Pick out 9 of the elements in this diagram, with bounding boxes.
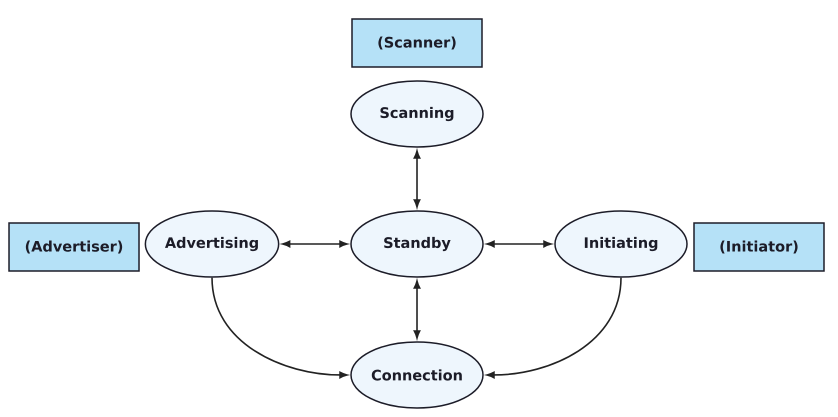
role-box: (Initiator) [693,222,825,272]
curved-arrow [211,278,348,378]
curved-arrow [486,278,622,378]
double-arrow [282,240,348,248]
double-arrow [486,240,552,248]
role-box: (Advertiser) [8,222,140,272]
double-arrow [414,280,420,339]
double-arrow [414,150,420,208]
role-box: (Scanner) [351,18,483,68]
